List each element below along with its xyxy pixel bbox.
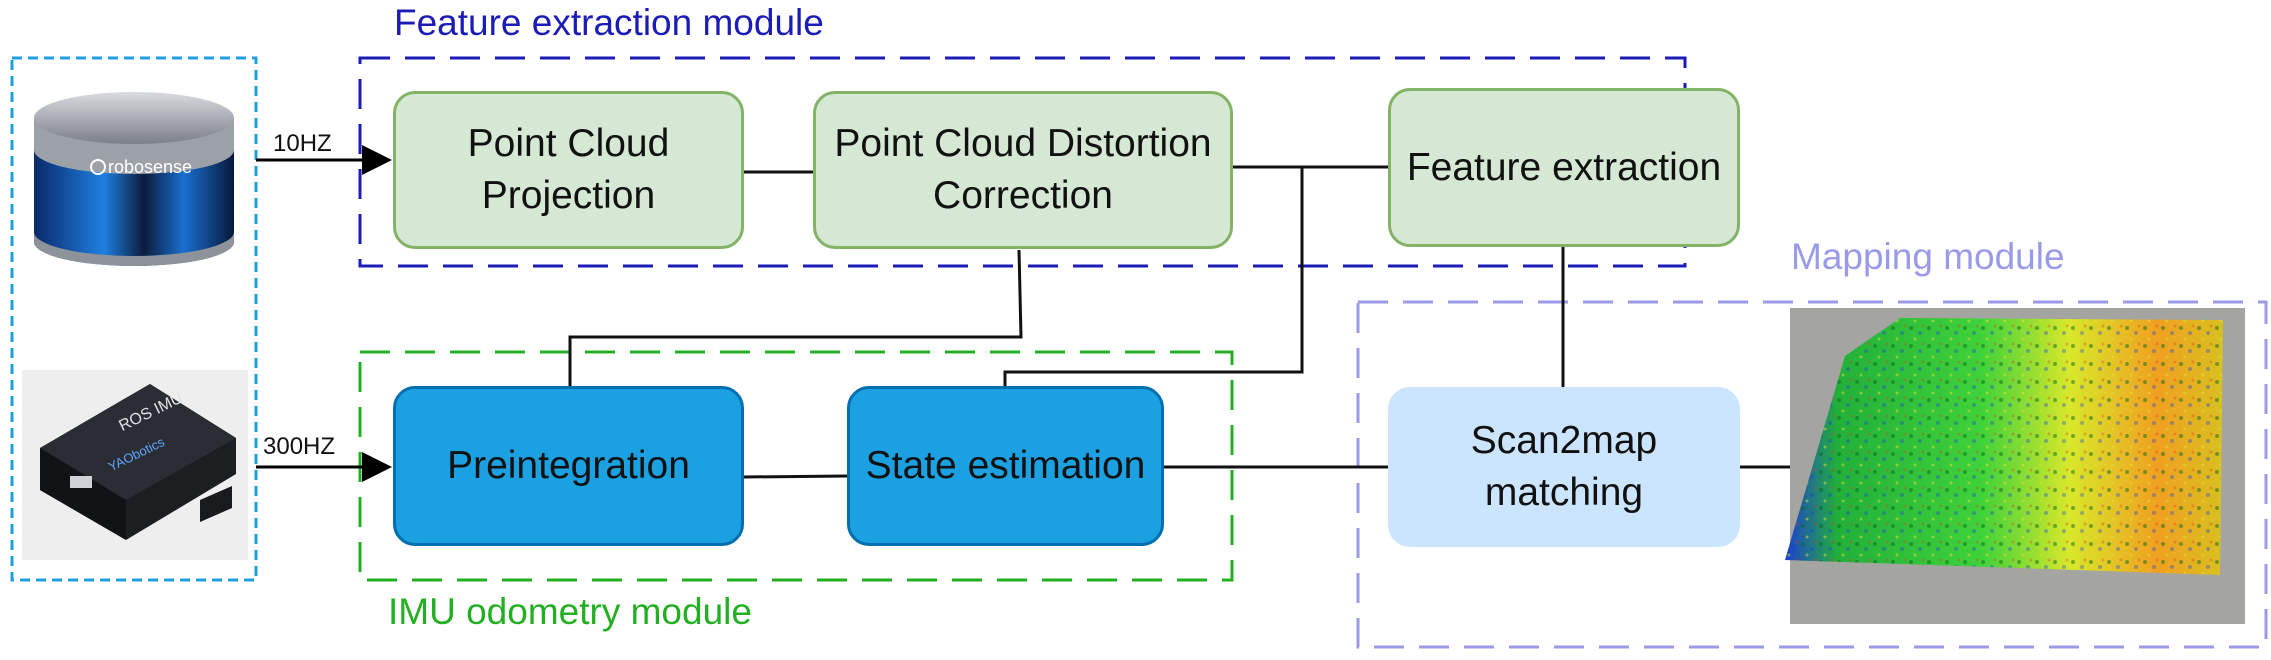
- feature-module-label: Feature extraction module: [394, 2, 824, 43]
- mapping-module-frame: [1356, 300, 2268, 649]
- point-cloud-map-image: [1785, 308, 2245, 624]
- connector-preintegration-to-state: [742, 474, 849, 479]
- mapping-module-label: Mapping module: [1791, 236, 2065, 277]
- feature-extraction-box: Feature extraction: [1388, 88, 1740, 247]
- lidar-rate-label: 10HZ: [273, 130, 332, 157]
- connector-correction-to-preintegration: [568, 249, 1023, 386]
- distortion-correction-box: Point Cloud Distortion Correction: [813, 91, 1233, 249]
- connector-state-to-feature: [1003, 167, 1304, 386]
- state-estimation-box: State estimation: [847, 386, 1164, 546]
- connector-lines: [568, 165, 1790, 479]
- imu-module-label: IMU odometry module: [388, 591, 752, 632]
- preintegration-box: Preintegration: [393, 386, 744, 546]
- point-cloud-projection-box: Point Cloud Projection: [393, 91, 744, 249]
- imu-rate-label: 300HZ: [263, 433, 336, 460]
- lidar-brand-text: robosense: [108, 157, 192, 177]
- lidar-sensor-image: robosense: [22, 68, 248, 284]
- sensor-frame: [10, 56, 258, 582]
- imu-sensor-image: ROS IMU YAObotics: [22, 370, 248, 560]
- scan2map-matching-box: Scan2map matching: [1388, 387, 1740, 547]
